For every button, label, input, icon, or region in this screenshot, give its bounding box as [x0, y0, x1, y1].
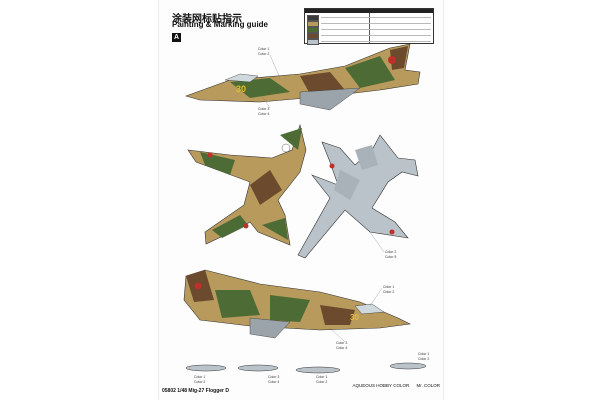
red-star-marking: [207, 152, 213, 158]
page-title: Painting & Marking guide: [172, 20, 269, 29]
color-callout: Color 1: [258, 47, 269, 51]
color-callout: Color 4: [268, 380, 279, 384]
stores-row: [185, 362, 427, 374]
color-callout: Color 1: [383, 285, 394, 289]
legend-rows: [307, 14, 431, 45]
top-view: [187, 123, 307, 246]
legend-row: [307, 32, 431, 39]
color-callout: Color 4: [258, 112, 269, 116]
bort-number: 30: [236, 84, 246, 94]
red-star-marking: [243, 223, 249, 229]
legend-row: [307, 14, 431, 21]
side-profile-left: 30: [185, 43, 421, 111]
legend-row: [307, 20, 431, 27]
red-star-marking: [194, 282, 202, 290]
color-legend-table: [304, 8, 434, 45]
color-callout: Color 5: [385, 255, 396, 259]
color-callout: Color 2: [383, 290, 394, 294]
legend-header: [305, 9, 433, 13]
color-callout: Color 2: [418, 357, 429, 361]
page-title-chinese: 涂装网标贴指示: [172, 14, 242, 25]
brand-aqueous: AQUEOUS HOBBY COLOR: [352, 383, 410, 388]
roundel-marking: [281, 143, 291, 153]
bottom-view: [297, 134, 419, 259]
legend-swatch: [307, 26, 319, 33]
section-marker: A: [172, 33, 181, 42]
color-callout: Color 3: [268, 375, 279, 379]
product-code: 05802 1/48 Mig-27 Flogger D: [162, 388, 229, 394]
red-star-marking: [389, 229, 395, 235]
side-profile-right: 30: [183, 269, 412, 339]
color-callout: Color 4: [336, 346, 347, 350]
legend-swatch: [307, 38, 319, 45]
leader-lines: [261, 54, 385, 343]
legend-row: [307, 26, 431, 33]
color-callout: Color 2: [385, 250, 396, 254]
paint-brands: AQUEOUS HOBBY COLOR Mr. COLOR: [347, 383, 440, 388]
color-callout: Color 1: [316, 375, 327, 379]
legend-swatch: [307, 14, 319, 21]
red-star-marking: [329, 163, 335, 169]
color-callout: Color 3: [258, 107, 269, 111]
brand-mr-color: Mr. COLOR: [416, 383, 440, 388]
legend-divider: [369, 13, 370, 43]
legend-swatch: [307, 32, 319, 39]
color-callout: Color 2: [194, 380, 205, 384]
legend-swatch: [307, 20, 319, 27]
bort-number: 30: [350, 313, 359, 322]
color-callout: Color 3: [336, 341, 347, 345]
color-callout: Color 2: [258, 52, 269, 56]
color-callout: Color 1: [418, 352, 429, 356]
legend-row: [307, 38, 431, 45]
color-callout: Color 1: [194, 375, 205, 379]
red-star-marking: [388, 56, 396, 64]
color-callout: Color 2: [316, 380, 327, 384]
